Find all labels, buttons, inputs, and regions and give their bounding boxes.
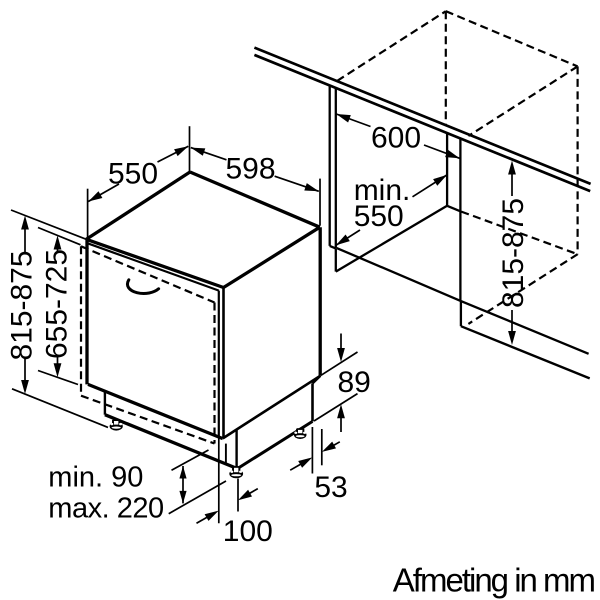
svg-text:53: 53 xyxy=(314,471,347,504)
svg-text:min.: min. xyxy=(354,174,411,207)
svg-text:600: 600 xyxy=(371,121,421,154)
svg-text:100: 100 xyxy=(223,515,273,548)
svg-text:815-875: 815-875 xyxy=(497,198,530,308)
svg-text:598: 598 xyxy=(225,153,275,186)
svg-text:Afmeting in mm: Afmeting in mm xyxy=(393,561,595,598)
svg-text:max. 220: max. 220 xyxy=(48,493,163,525)
svg-text:815-875: 815-875 xyxy=(6,250,39,360)
svg-text:min. 90: min. 90 xyxy=(48,462,143,494)
svg-text:550: 550 xyxy=(354,200,404,233)
svg-text:89: 89 xyxy=(338,366,371,399)
svg-text:655-725: 655-725 xyxy=(40,249,73,359)
svg-text:550: 550 xyxy=(108,158,158,191)
